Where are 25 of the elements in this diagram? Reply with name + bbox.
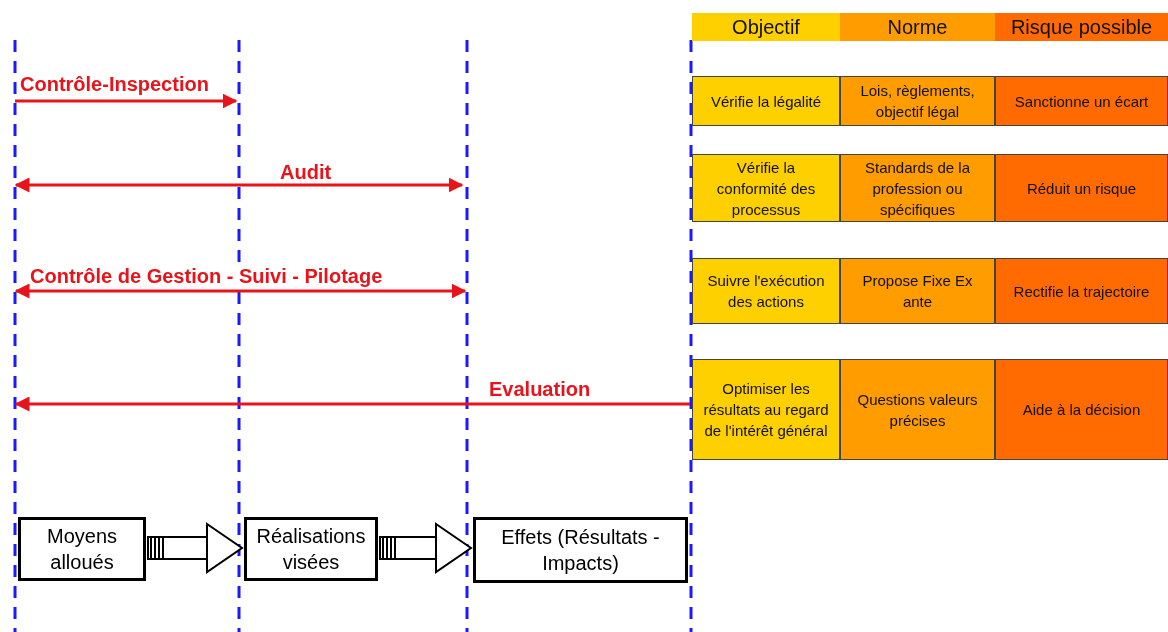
table-cell: Rectifie la trajectoire	[995, 258, 1168, 324]
block-arrow	[147, 523, 243, 573]
column-header: Objectif	[692, 13, 840, 41]
table-cell: Standards de la profession ou spécifiques	[840, 154, 995, 222]
table-cell: Optimiser les résultats au regard de l'intérêt général	[692, 359, 840, 460]
table-cell: Propose Fixe Ex ante	[840, 258, 995, 324]
box-label: Réalisations visées	[255, 524, 367, 575]
arrow-label: Contrôle-Inspection	[20, 73, 209, 95]
table-cell: Aide à la décision	[995, 359, 1168, 460]
column-header: Risque possible	[995, 13, 1168, 41]
block-arrow	[379, 523, 472, 573]
table-cell: Vérifie la conformité des processus	[692, 154, 840, 222]
process-box	[244, 517, 378, 581]
process-box	[473, 517, 688, 583]
table-cell: Sanctionne un écart	[995, 76, 1168, 126]
table-cell: Réduit un risque	[995, 154, 1168, 222]
table-cell: Questions valeurs précises	[840, 359, 995, 460]
table-cell: Suivre l'exécution des actions	[692, 258, 840, 324]
box-label: Moyens alloués	[46, 524, 118, 575]
column-header: Norme	[840, 13, 995, 41]
box-label: Effets (Résultats - Impacts)	[500, 525, 661, 576]
arrow-label: Contrôle de Gestion - Suivi - Pilotage	[30, 265, 383, 287]
table-cell: Vérifie la légalité	[692, 76, 840, 126]
table-cell: Lois, règlements, objectif légal	[840, 76, 995, 126]
process-box	[18, 517, 146, 581]
